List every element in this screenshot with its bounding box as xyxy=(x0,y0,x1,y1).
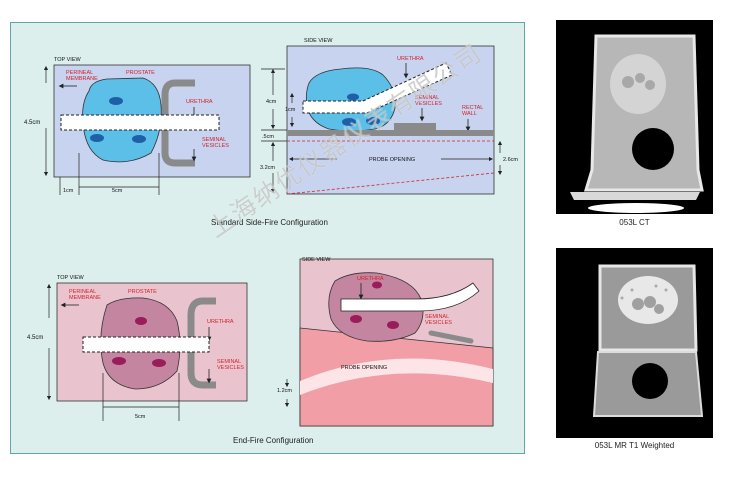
urethra-side-shape xyxy=(302,62,453,114)
mr-scan-svg xyxy=(592,264,704,417)
probe-opening-label: PROBE OPENING xyxy=(341,365,387,371)
probe-opening-band xyxy=(300,358,493,395)
top-view-heading: TOP VIEW xyxy=(54,57,82,63)
side-seminal-label-2: VESICLES xyxy=(415,101,442,107)
probe-opening-label: PROBE OPENING xyxy=(369,157,415,163)
ct-caption: 053L CT xyxy=(619,218,650,227)
top-view-heading: TOP VIEW xyxy=(57,275,85,281)
height-label: 4.5cm xyxy=(24,120,40,126)
prostate-lobe xyxy=(347,93,359,101)
side-urethra-label: URETHRA xyxy=(357,276,384,282)
prostate-lobe xyxy=(350,315,362,323)
dim-32cm-label: 3.2cm xyxy=(260,165,275,171)
prostate-lobe xyxy=(387,321,399,329)
prostate-lobe xyxy=(372,281,382,289)
prostate-lobe xyxy=(109,97,123,105)
side-urethra-label: URETHRA xyxy=(397,56,424,62)
prostate-lobe xyxy=(135,317,147,325)
prostate-lobe xyxy=(132,135,146,143)
perineal-label-2: MEMBRANE xyxy=(66,76,98,82)
seminal-label-2: VESICLES xyxy=(217,365,244,371)
ct-scan-svg xyxy=(570,34,704,213)
prostate-lobe xyxy=(152,359,166,367)
seminal-label-2: VESICLES xyxy=(202,143,229,149)
endfire-top-view: TOP VIEW PERINEAL MEMBRANE PROSTATE URET… xyxy=(27,275,248,421)
probe-shape xyxy=(60,114,220,131)
dim-1cm-label: 1cm xyxy=(285,107,296,113)
endfire-title: End-Fire Configuration xyxy=(233,436,313,445)
prostate-lobe xyxy=(342,118,356,126)
dim-26cm-label: 2.6cm xyxy=(503,157,518,163)
perineal-label: PERINEAL xyxy=(66,70,93,76)
dim-1cm: 1cm xyxy=(63,188,74,194)
urethra-label: URETHRA xyxy=(186,99,213,105)
mr-scan-image xyxy=(556,248,713,438)
standard-top-view: TOP VIEW PERINEAL MEMBRANE PROSTATE URET… xyxy=(24,57,251,195)
seminal-label: SEMINAL xyxy=(202,137,226,143)
probe-shape xyxy=(82,336,210,353)
dim-12cm-label: 1.2cm xyxy=(277,388,292,394)
mr-caption: 053L MR T1 Weighted xyxy=(594,441,675,450)
standard-title: Standard Side-Fire Configuration xyxy=(211,218,328,227)
side-seminal-label: SEMINAL xyxy=(415,95,439,101)
prostate-lobe xyxy=(112,357,126,365)
standard-side-view: SIDE VIEW URETHRA SEMINAL VESICLES RECTA… xyxy=(260,38,518,195)
dim-5cm: 5cm xyxy=(135,414,146,420)
prostate-lobe xyxy=(90,134,104,142)
prostate-label: PROSTATE xyxy=(126,70,155,76)
prostate-label: PROSTATE xyxy=(128,289,157,295)
side-view-heading: SIDE VIEW xyxy=(304,38,333,44)
side-seminal-label: SEMINAL xyxy=(425,314,449,320)
endfire-side-view: SIDE VIEW PROBE OPENING URETHRA SEMINAL … xyxy=(277,257,494,427)
seminal-label: SEMINAL xyxy=(217,359,241,365)
side-seminal-label-2: VESICLES xyxy=(425,320,452,326)
rectal-label-2: WALL xyxy=(462,111,477,117)
urethra-label: URETHRA xyxy=(207,319,234,325)
urethra-side-shape xyxy=(340,282,480,312)
height-label: 4.5cm xyxy=(27,335,43,341)
prostate-lobe xyxy=(366,117,380,125)
dim-5cm: 5cm xyxy=(112,188,123,194)
perineal-label: PERINEAL xyxy=(69,289,96,295)
side-view-heading: SIDE VIEW xyxy=(302,257,331,263)
diagram-panel: TOP VIEW PERINEAL MEMBRANE PROSTATE URET… xyxy=(10,22,525,454)
ct-scan-image xyxy=(556,20,713,214)
dim-05cm-label: .5cm xyxy=(262,134,274,140)
dim-4cm-label: 4cm xyxy=(266,99,277,105)
rectal-label: RECTAL xyxy=(462,105,483,111)
rectal-wall xyxy=(287,130,494,136)
seminal-side-bar xyxy=(394,123,436,130)
perineal-label-2: MEMBRANE xyxy=(69,295,101,301)
seminal-side-bar xyxy=(428,330,474,344)
diagram-svg: TOP VIEW PERINEAL MEMBRANE PROSTATE URET… xyxy=(24,38,518,445)
